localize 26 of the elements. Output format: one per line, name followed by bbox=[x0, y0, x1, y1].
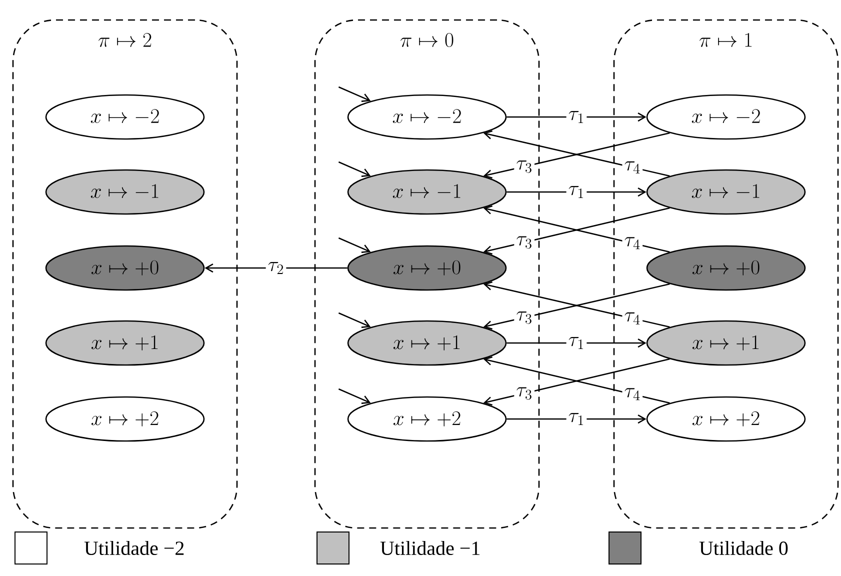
edge-label: $\tau_3$ bbox=[514, 385, 534, 402]
edge-label: $\tau_3$ bbox=[514, 310, 534, 326]
arrow bbox=[204, 263, 348, 273]
arrow bbox=[506, 187, 646, 197]
edge-label: $\tau_1$ bbox=[566, 334, 587, 352]
arrow bbox=[338, 161, 371, 177]
arrow bbox=[338, 388, 371, 404]
legend-label: Utilidade 0 bbox=[699, 540, 788, 556]
arrow bbox=[338, 312, 371, 328]
edge-label: $\tau_4$ bbox=[622, 386, 643, 402]
edge-label: $\tau_1$ bbox=[566, 184, 587, 200]
legend-label: Utilidade −1 bbox=[380, 540, 480, 556]
arrow bbox=[338, 237, 371, 253]
legend-label: Utilidade −2 bbox=[84, 540, 184, 556]
edge-label: $\tau_4$ bbox=[622, 159, 643, 176]
arrow bbox=[338, 86, 371, 102]
edge-label: $\tau_4$ bbox=[622, 310, 643, 326]
edge-label: $\tau_1$ bbox=[566, 410, 587, 428]
edge-label: $\tau_3$ bbox=[514, 234, 534, 250]
edge-label: $\tau_1$ bbox=[566, 108, 587, 126]
edge-label: $\tau_2$ bbox=[266, 260, 286, 276]
edge-label: $\tau_4$ bbox=[622, 235, 643, 252]
arrow bbox=[506, 414, 646, 424]
edge-label: $\tau_3$ bbox=[514, 158, 534, 175]
arrow bbox=[506, 112, 646, 122]
arrow bbox=[506, 338, 646, 348]
